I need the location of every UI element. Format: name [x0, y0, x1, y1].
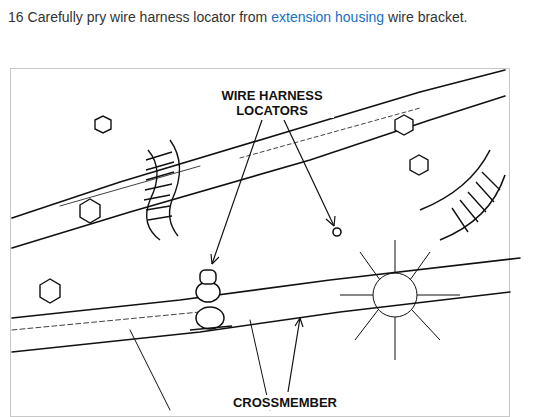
crossmember: [12, 258, 520, 410]
part-label: CROSSMEMBER: [231, 395, 339, 410]
harness-locator: [190, 270, 232, 330]
figure-frame: [11, 69, 510, 417]
hose: [144, 140, 505, 240]
step-text: wire bracket.: [388, 9, 467, 25]
step-text: Carefully pry wire harness locator from: [28, 9, 268, 25]
leader-line: [211, 120, 335, 392]
link-text: extension housing: [271, 9, 384, 25]
bolt: [40, 115, 428, 303]
fan: [340, 240, 460, 360]
extension-housing: [12, 70, 505, 248]
instruction-step: 16Carefully pry wire harness locator fro…: [8, 9, 471, 25]
step-text: 16: [8, 9, 24, 25]
part-label: WIRE HARNESS LOCATORS: [210, 88, 334, 118]
